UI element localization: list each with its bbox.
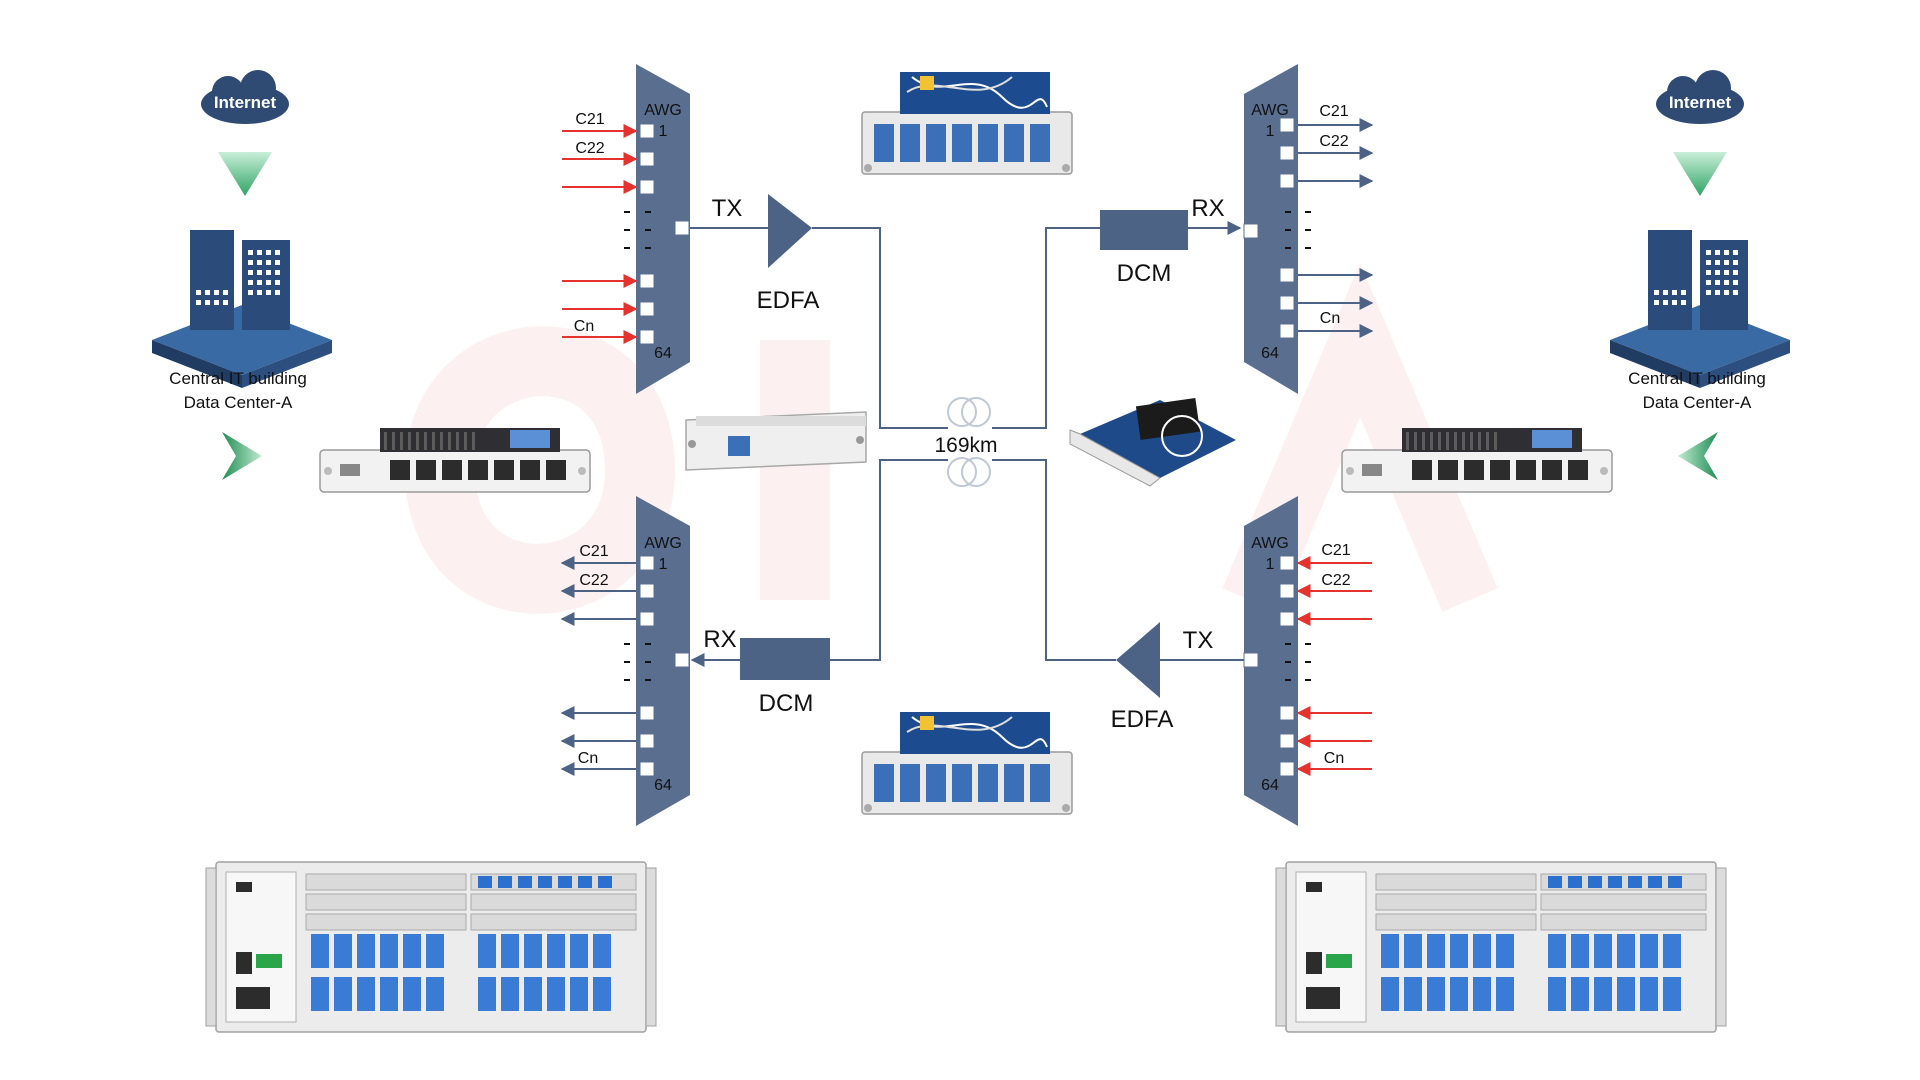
- chassis-rack-icon: [1275, 861, 1727, 1033]
- transponder-card-icon: [319, 427, 591, 493]
- channel-label-first: C21: [1319, 103, 1348, 120]
- channel-label-first: C21: [579, 543, 608, 560]
- edfa-amplifier-icon: [768, 194, 812, 268]
- channel-label-last: Cn: [578, 750, 598, 767]
- channel-label-second: C22: [1321, 572, 1350, 589]
- building-label-left-line1: Central IT building: [169, 369, 307, 388]
- awg-top-right: AWG 1 64 C21 C22 Cn: [1243, 64, 1374, 394]
- dcm-label-top: DCM: [1117, 260, 1172, 287]
- side-arrow-icon: [222, 432, 262, 480]
- awg-port-last: 64: [1261, 345, 1279, 362]
- channel-label-first: C21: [1321, 542, 1350, 559]
- dcm-block-top: [1100, 210, 1188, 250]
- awg-bottom-right: AWG 1 64 C21 C22 Cn: [1243, 496, 1372, 826]
- chassis-rack-icon: [205, 861, 657, 1033]
- internet-label-right: Internet: [1669, 93, 1732, 112]
- edfa-label-bottom: EDFA: [1111, 706, 1174, 733]
- channel-label-last: Cn: [1320, 310, 1340, 327]
- watermark: [404, 263, 1498, 614]
- awg-bottom-left: AWG 1 64 C21 C22 Cn: [560, 496, 690, 826]
- awg-port-last: 64: [654, 777, 672, 794]
- tx-label-bottom: TX: [1183, 627, 1214, 654]
- awg-label: AWG: [644, 535, 682, 552]
- cloud-icon: Internet: [201, 70, 289, 124]
- awg-port-first: 1: [659, 556, 668, 573]
- mux-module-icon: [861, 71, 1073, 175]
- dcm-block-bottom: [740, 638, 830, 680]
- channel-label-second: C22: [1319, 133, 1348, 150]
- channel-label-second: C22: [579, 572, 608, 589]
- channel-label-last: Cn: [1324, 750, 1344, 767]
- dcm-label-bottom: DCM: [759, 690, 814, 717]
- fiber-distance-label: 169km: [934, 434, 997, 457]
- awg-label: AWG: [644, 102, 682, 119]
- awg-port-last: 64: [1261, 777, 1279, 794]
- internet-label-left: Internet: [214, 93, 277, 112]
- fiber-spool-icon: [947, 397, 991, 487]
- awg-port-last: 64: [654, 345, 672, 362]
- down-arrow-icon: [218, 152, 272, 196]
- edfa-label-top: EDFA: [757, 287, 820, 314]
- awg-label: AWG: [1251, 102, 1289, 119]
- cloud-icon: Internet: [1656, 70, 1744, 124]
- down-arrow-icon: [1673, 152, 1727, 196]
- awg-label: AWG: [1251, 535, 1289, 552]
- awg-port-first: 1: [659, 123, 668, 140]
- building-label-right-line2: Data Center-A: [1643, 393, 1752, 412]
- edfa-card-icon: [1069, 397, 1236, 487]
- channel-label-first: C21: [575, 111, 604, 128]
- awg-port-first: 1: [1266, 123, 1275, 140]
- rx-label-bottom: RX: [703, 626, 736, 653]
- awg-port-first: 1: [1266, 556, 1275, 573]
- mux-module-icon: [861, 711, 1073, 815]
- building-icon: [152, 230, 332, 388]
- channel-label-second: C22: [575, 140, 604, 157]
- dcm-module-icon: [685, 411, 867, 471]
- building-icon: [1610, 230, 1790, 388]
- edfa-amplifier-icon: [1116, 622, 1160, 698]
- building-label-right-line1: Central IT building: [1628, 369, 1766, 388]
- rx-label-top: RX: [1191, 195, 1224, 222]
- channel-label-last: Cn: [574, 318, 594, 335]
- tx-label-top: TX: [712, 195, 743, 222]
- awg-top-left: AWG 1 64 C21 C22 Cn: [562, 64, 690, 394]
- optical-link: [690, 221, 1244, 667]
- side-arrow-icon: [1678, 432, 1718, 480]
- building-label-left-line2: Data Center-A: [184, 393, 293, 412]
